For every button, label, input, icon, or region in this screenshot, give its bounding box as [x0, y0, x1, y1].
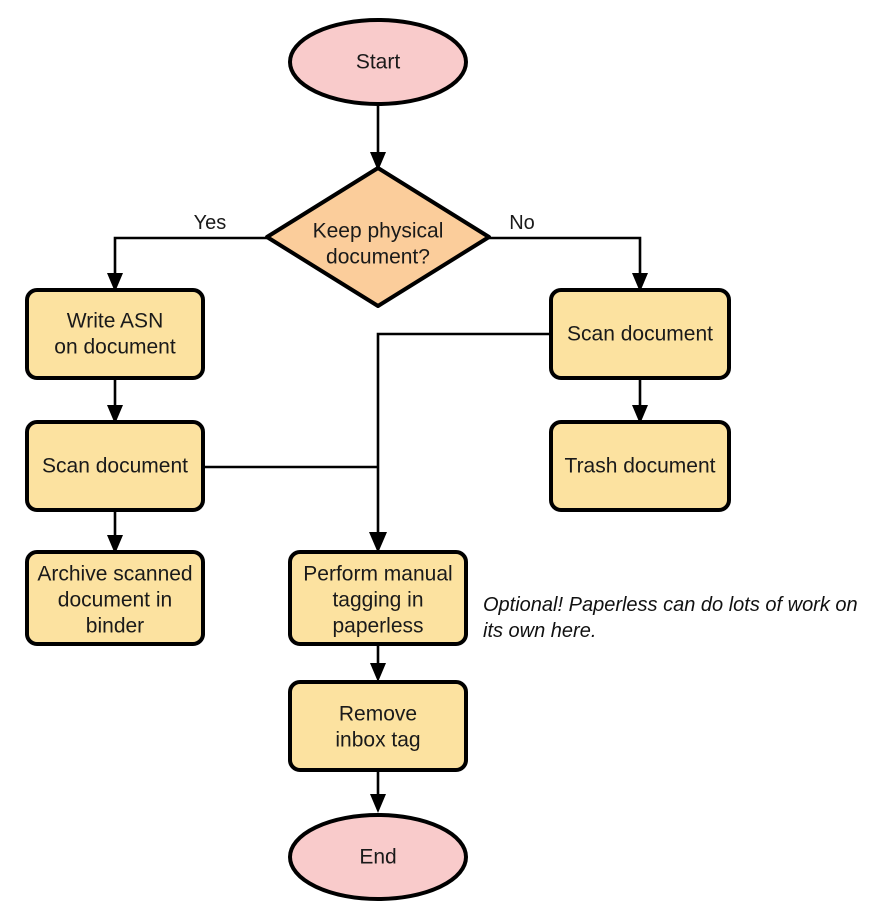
remove-inbox-tag-label-line1: Remove [339, 703, 417, 726]
perform-manual-tagging-label-line1: Perform manual [303, 563, 452, 586]
archive-binder-box-shape [25, 550, 205, 646]
remove-inbox-tag-label-line2: inbox tag [335, 729, 420, 752]
edge-writeasn-to-scanleft [107, 378, 123, 424]
node-trash-document[interactable]: Trash document [549, 420, 731, 512]
edge-decision-no [489, 236, 648, 292]
edge-scanright-to-tagging [369, 332, 551, 553]
node-scan-document-right[interactable]: Scan document [549, 288, 731, 380]
perform-manual-tagging-label-line3: paperless [332, 615, 423, 638]
scan-document-left-label: Scan document [42, 455, 188, 478]
edge-scanleft-to-archive [107, 510, 123, 554]
perform-manual-tagging-box-shape [288, 550, 468, 646]
end-label: End [359, 846, 396, 869]
archive-binder-label-line2: document in [58, 589, 172, 612]
node-perform-manual-tagging[interactable]: Perform manual tagging in paperless [288, 550, 468, 646]
start-ellipse-shape [288, 18, 468, 106]
write-asn-box-shape [25, 288, 205, 380]
node-archive-binder[interactable]: Archive scanned document in binder [25, 550, 205, 646]
node-start[interactable]: Start [288, 18, 468, 106]
scan-document-right-box-shape [549, 288, 731, 380]
trash-document-box-shape [549, 420, 731, 512]
trash-document-label: Trash document [565, 455, 716, 478]
write-asn-label-line1: Write ASN [67, 310, 163, 333]
scan-document-left-box-shape [25, 420, 205, 512]
start-label: Start [356, 51, 401, 74]
decision-label-line1: Keep physical [313, 220, 444, 243]
annotation-note-line1: Optional! Paperless can do lots of work … [483, 594, 858, 616]
edge-start-to-decision [370, 104, 386, 171]
edge-removeinbox-to-end [370, 770, 386, 813]
annotation-note: Optional! Paperless can do lots of work … [483, 594, 858, 642]
edge-scanright-to-trash [632, 378, 648, 424]
archive-binder-label-line3: binder [86, 615, 144, 638]
archive-binder-label-line1: Archive scanned [37, 563, 192, 586]
scan-document-right-label: Scan document [567, 323, 713, 346]
end-ellipse-shape [288, 813, 468, 901]
edge-decision-yes [107, 236, 267, 292]
node-scan-document-left[interactable]: Scan document [25, 420, 205, 512]
edge-label-no: No [509, 212, 535, 234]
decision-label-line2: document? [326, 246, 430, 269]
annotation-note-line2: its own here. [483, 620, 596, 642]
node-remove-inbox-tag[interactable]: Remove inbox tag [288, 680, 468, 772]
node-end[interactable]: End [288, 813, 468, 901]
node-write-asn[interactable]: Write ASN on document [25, 288, 205, 380]
remove-inbox-tag-box-shape [288, 680, 468, 772]
edge-label-yes: Yes [194, 212, 227, 234]
decision-diamond-shape [265, 166, 491, 308]
perform-manual-tagging-label-line2: tagging in [332, 589, 423, 612]
node-decision-keep-physical-document[interactable]: Keep physical document? [265, 166, 491, 308]
write-asn-label-line2: on document [54, 336, 176, 359]
edge-tagging-to-removeinbox [370, 644, 386, 682]
